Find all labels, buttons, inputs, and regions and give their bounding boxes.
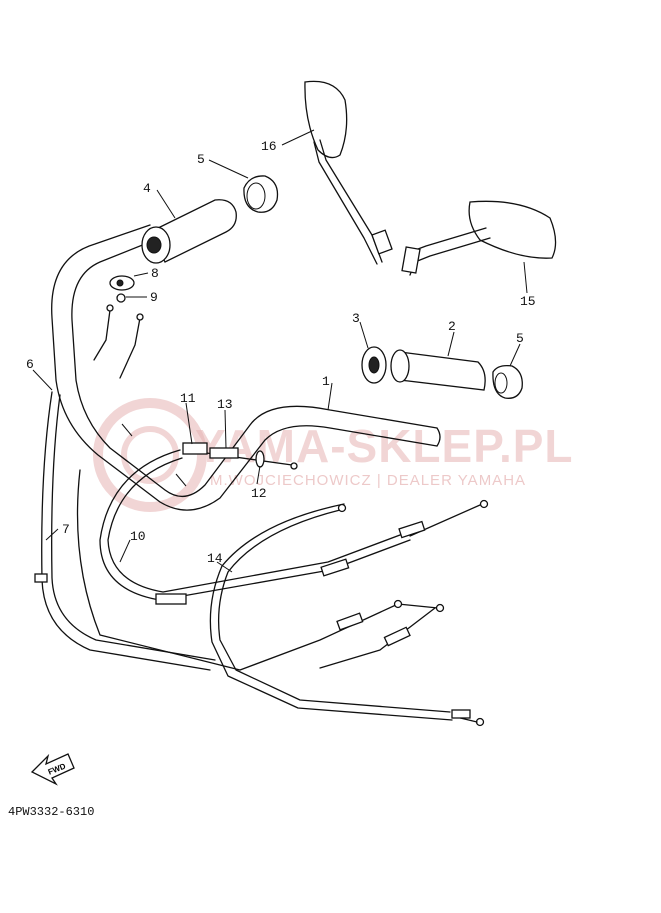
diagram-code: 4PW3332-6310 (8, 805, 94, 819)
small-clamp-parts (109, 272, 149, 303)
watermark-subtitle: M.WOJCIECHOWICZ | DEALER YAMAHA (210, 472, 526, 489)
callout-6: 6 (26, 357, 34, 372)
left-grip (141, 175, 279, 264)
mirrors (304, 80, 557, 276)
callout-14: 14 (207, 551, 223, 566)
callout-1: 1 (322, 374, 330, 389)
callout-5-right: 5 (516, 331, 524, 346)
fwd-arrow-icon: FWD (30, 753, 75, 786)
callout-5-left: 5 (197, 152, 205, 167)
callout-10: 10 (130, 529, 146, 544)
callout-13: 13 (217, 397, 233, 412)
leader-lines (32, 129, 528, 573)
cables (34, 391, 489, 727)
handlebar (51, 224, 441, 511)
watermark: YAMA-SKLEP.PL M.WOJCIECHOWICZ | DEALER Y… (93, 398, 574, 512)
callout-3: 3 (352, 311, 360, 326)
callout-labels: 1 2 3 4 5 5 6 7 8 9 10 11 12 13 14 15 16 (26, 139, 536, 566)
callout-15: 15 (520, 294, 536, 309)
watermark-title: YAMA-SKLEP.PL (195, 420, 574, 472)
callout-11: 11 (180, 391, 196, 406)
callout-2: 2 (448, 319, 456, 334)
callout-8: 8 (151, 266, 159, 281)
callout-12: 12 (251, 486, 267, 501)
switch-wires (93, 304, 144, 379)
callout-4: 4 (143, 181, 151, 196)
right-grip (361, 346, 523, 399)
callout-9: 9 (150, 290, 158, 305)
callout-16: 16 (261, 139, 277, 154)
callout-7: 7 (62, 522, 70, 537)
